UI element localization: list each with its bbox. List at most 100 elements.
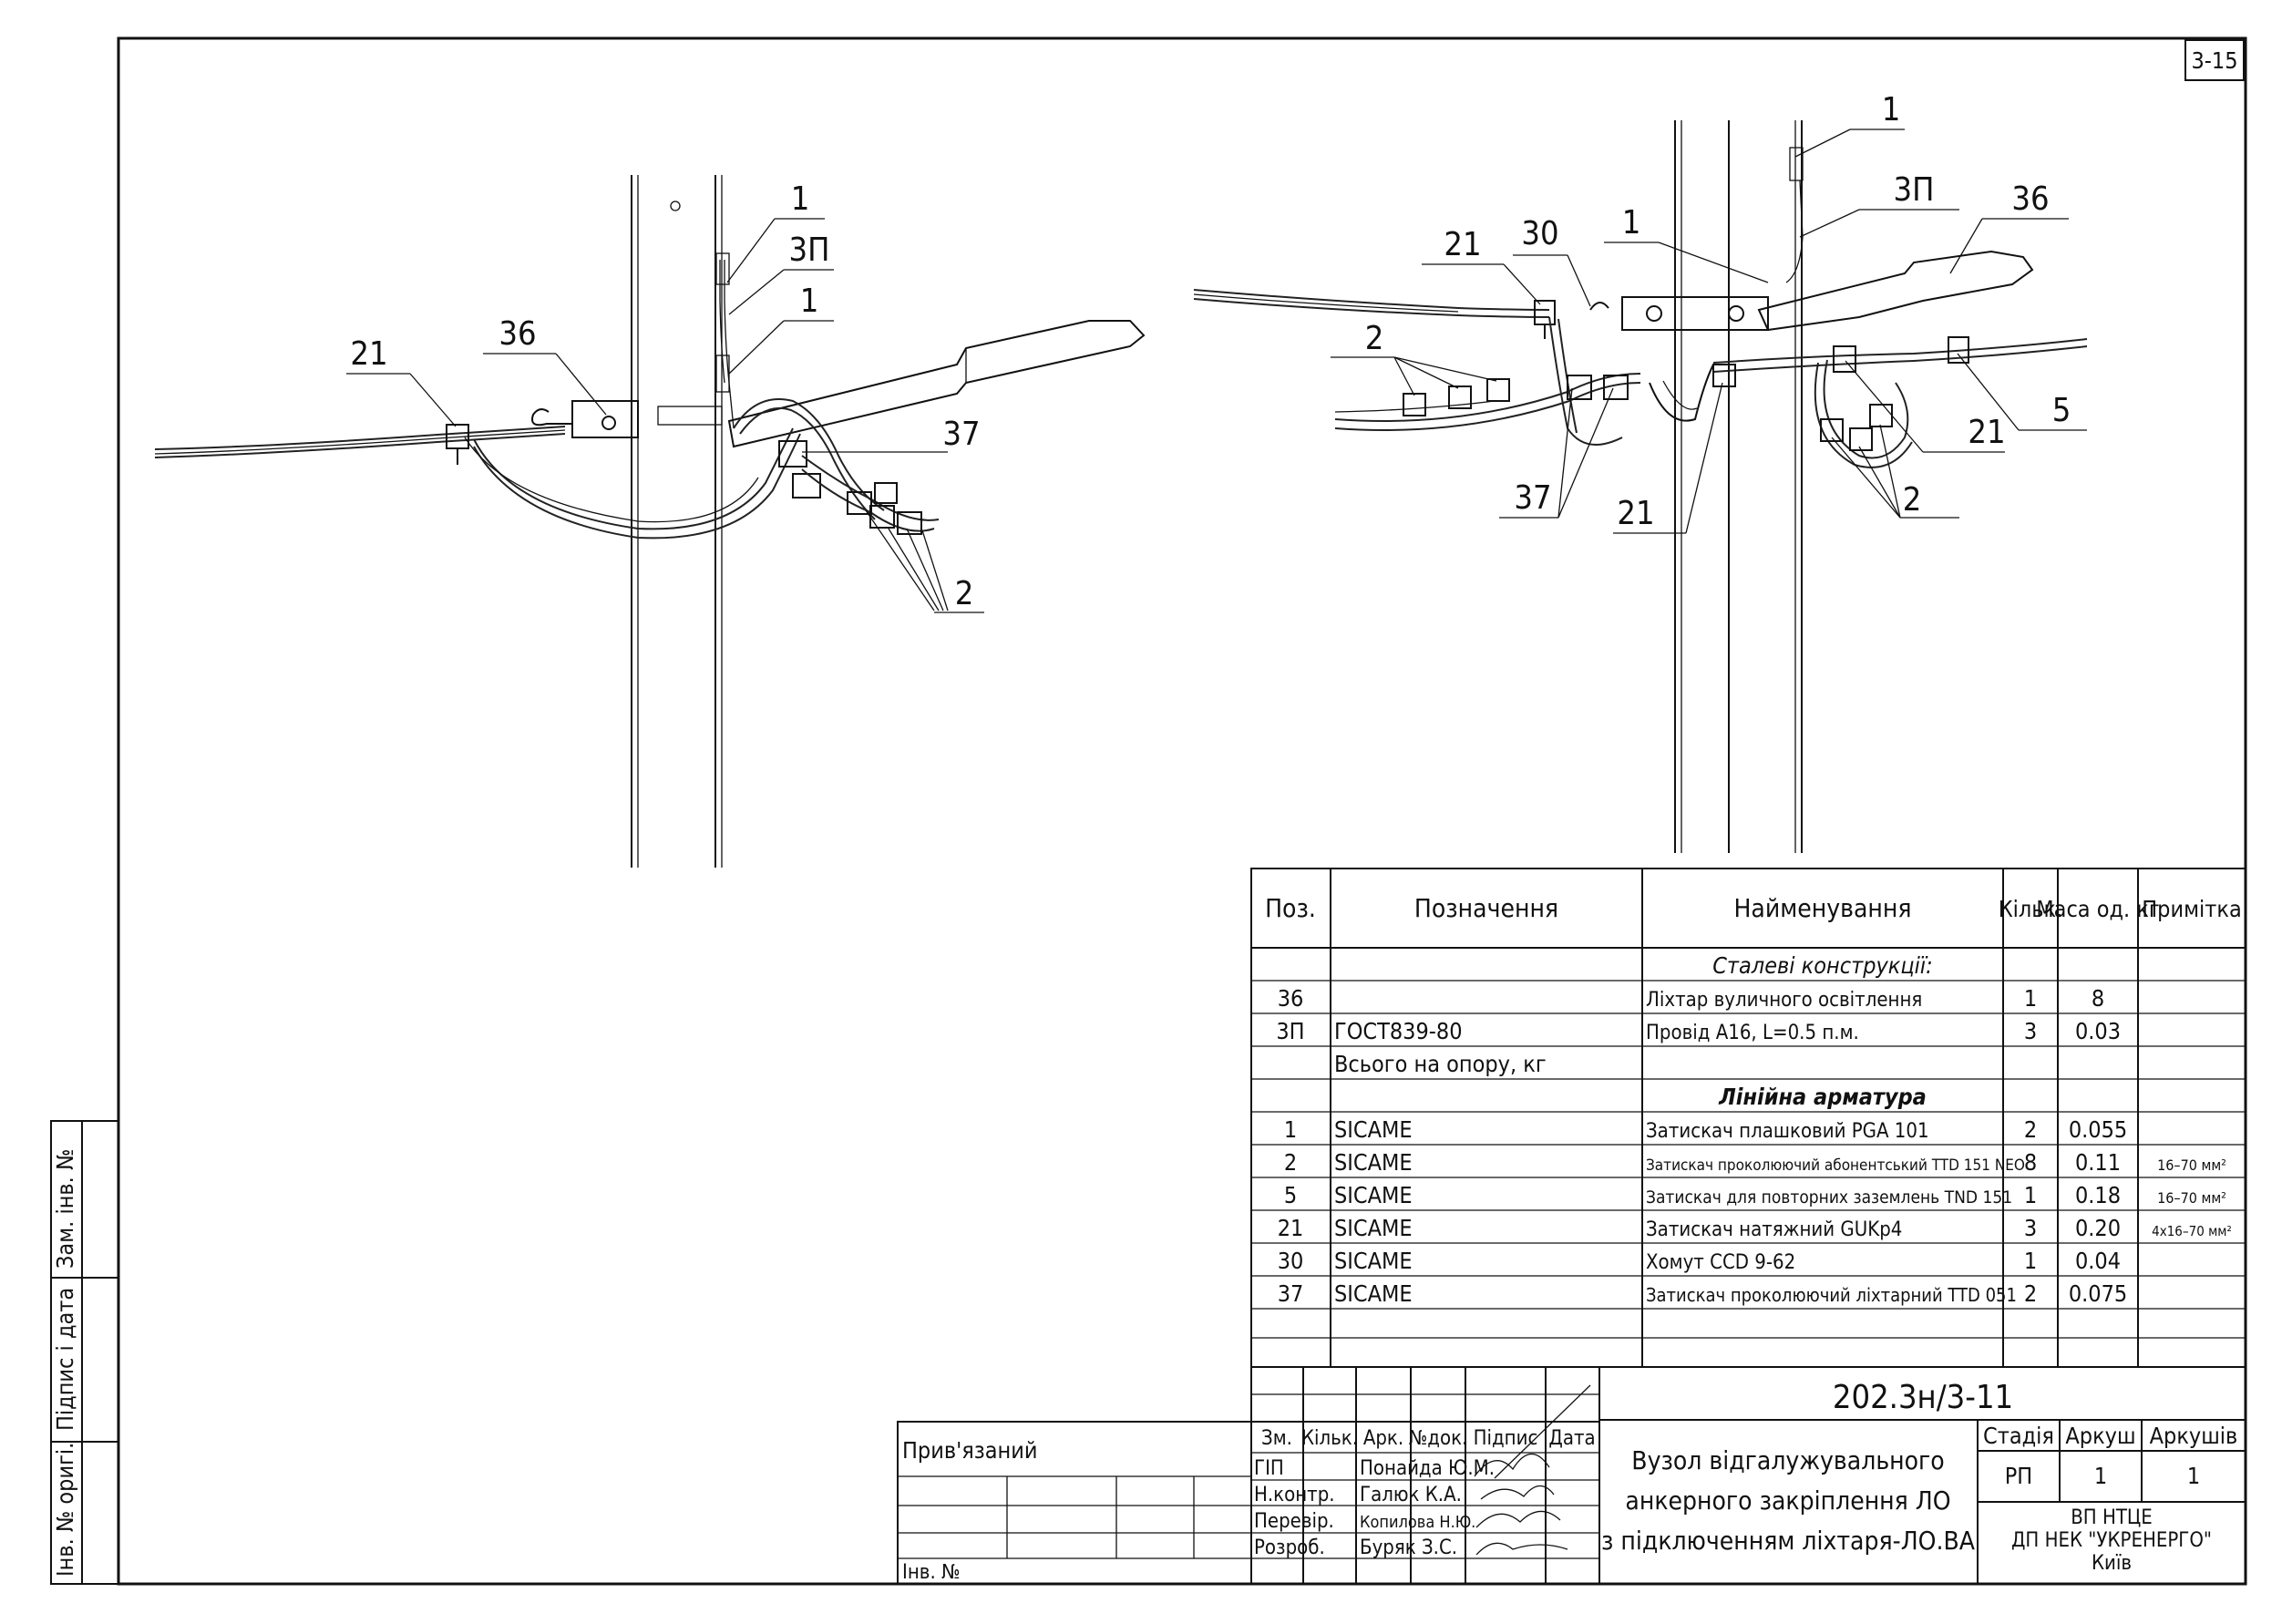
name-perevir: Копилова Н.Ю. <box>1360 1513 1475 1532</box>
right-clamp-2-f <box>1869 404 1893 427</box>
name-nkontr: Галюк К.А. <box>1360 1484 1462 1506</box>
right-callout-2b: 2 <box>1903 481 1922 519</box>
svg-text:Затискач для повторних заземле: Затискач для повторних заземлень TND 151 <box>1646 1187 2012 1208</box>
clamp-2-a <box>847 491 872 515</box>
col-zm: Зм. <box>1261 1427 1292 1450</box>
side-stamp: Інв. № оригі. Підпис і дата Зам. інв. № <box>50 1120 119 1585</box>
col-ndok: №док. <box>1409 1427 1468 1450</box>
title-line-3: з підключенням ліхтаря-ЛО.ВА <box>1601 1526 1976 1556</box>
svg-text:Ліхтар вуличного освітлення: Ліхтар вуличного освітлення <box>1646 989 1922 1012</box>
hdr-qty: Кільк. <box>1999 896 2063 922</box>
svg-text:2: 2 <box>2024 1280 2037 1307</box>
svg-text:3: 3 <box>2024 1018 2037 1044</box>
left-cable <box>154 426 566 450</box>
svg-text:0.075: 0.075 <box>2069 1280 2127 1307</box>
side-inv-orig: Інв. № оригі. <box>52 1443 78 1577</box>
right-callout-36: 36 <box>2011 180 2049 218</box>
svg-text:8: 8 <box>2024 1149 2037 1176</box>
spec-row-lines <box>1251 980 2246 1339</box>
right-clamp-2-c <box>1486 378 1510 402</box>
svg-text:1: 1 <box>2024 985 2037 1012</box>
right-lamp <box>1757 250 2034 332</box>
svg-text:0.03: 0.03 <box>2075 1018 2121 1044</box>
svg-text:SICAME: SICAME <box>1334 1215 1413 1241</box>
name-rozrob: Буряк З.С. <box>1360 1537 1457 1559</box>
title-block: Зм. Кільк. Арк. №док. Підпис Дата ГІП По… <box>897 1366 2246 1585</box>
right-callout-21a: 21 <box>1444 226 1481 263</box>
left-lamp <box>727 320 1146 448</box>
side-zam-inv: Зам. інв. № <box>52 1149 78 1269</box>
name-gip: Понайда Ю.М. <box>1360 1457 1495 1480</box>
attached-label: Прив'язаний <box>902 1437 1037 1464</box>
hook <box>531 408 572 427</box>
spec-row: 5 SICAME Затискач для повторних заземлен… <box>1284 1182 2226 1208</box>
svg-text:Затискач проколюючий абонентсь: Затискач проколюючий абонентський TTD 15… <box>1646 1156 2025 1175</box>
inv-no-label: Інв. № <box>902 1561 961 1584</box>
svg-text:30: 30 <box>1278 1248 1304 1274</box>
right-clamp-2-a <box>1403 393 1426 416</box>
svg-text:SICAME: SICAME <box>1334 1116 1413 1143</box>
right-clamp-2-b <box>1448 385 1472 409</box>
left-callout-21: 21 <box>350 335 387 373</box>
hdr-note: Примітка <box>2142 896 2242 922</box>
svg-text:Хомут CCD 9-62: Хомут CCD 9-62 <box>1646 1251 1795 1274</box>
spec-row: 1 SICAME Затискач плашковий PGA 101 2 0.… <box>1284 1116 2127 1143</box>
sheet-frame <box>117 36 2247 1586</box>
sheet-value: 1 <box>2094 1463 2107 1489</box>
left-callout-37: 37 <box>942 416 980 453</box>
signature-marks <box>1474 1384 1591 1556</box>
hdr-designation: Позначення <box>1414 893 1558 923</box>
section-line: Лінійна арматура <box>1718 1084 1927 1110</box>
left-callout-2: 2 <box>955 575 974 612</box>
grounding-clamp-5 <box>1948 336 1969 364</box>
drawing-code: 202.3н/3-11 <box>1833 1379 2013 1416</box>
spec-row: 2 SICAME Затискач проколюючий абонентськ… <box>1284 1149 2226 1176</box>
svg-text:0.20: 0.20 <box>2075 1215 2121 1241</box>
hdr-name: Найменування <box>1733 893 1911 923</box>
left-callout-1a: 1 <box>791 180 810 218</box>
stage-label: Стадія <box>1983 1423 2054 1449</box>
right-callout-30: 30 <box>1521 215 1558 252</box>
role-nkontr: Н.контр. <box>1254 1484 1335 1506</box>
right-callout-21b: 21 <box>1968 414 2005 451</box>
stage-value: РП <box>2005 1463 2032 1489</box>
col-pidpys: Підпис <box>1474 1427 1538 1450</box>
org-line-1: ВП НТЦЕ <box>2071 1506 2153 1529</box>
clamp-37-a <box>778 440 807 468</box>
spec-row: 37 SICAME Затискач проколюючий ліхтарний… <box>1278 1280 2128 1307</box>
svg-text:21: 21 <box>1278 1215 1304 1241</box>
pole-hole <box>670 200 681 211</box>
right-tension-clamp-a <box>1534 300 1556 325</box>
right-clamp-21c <box>1712 364 1736 387</box>
svg-text:2: 2 <box>1284 1149 1297 1176</box>
left-callout-1b: 1 <box>800 283 819 320</box>
hdr-pos: Поз. <box>1265 893 1316 923</box>
col-data: Дата <box>1548 1427 1595 1450</box>
svg-text:SICAME: SICAME <box>1334 1182 1413 1208</box>
spec-row: Всього на опору, кг <box>1334 1051 1547 1077</box>
svg-text:ГОСТ839-80: ГОСТ839-80 <box>1334 1018 1463 1044</box>
spec-row: 3П ГОСТ839-80 Провід А16, L=0.5 п.м. 3 0… <box>1276 1018 2121 1044</box>
left-view: 1 3П 1 36 21 37 2 <box>154 175 1146 868</box>
svg-text:SICAME: SICAME <box>1334 1248 1413 1274</box>
svg-text:SICAME: SICAME <box>1334 1149 1413 1176</box>
section-steel: Сталеві конструкції: <box>1712 952 1933 979</box>
right-callout-2a: 2 <box>1365 320 1384 357</box>
sheet-label: Аркуш <box>2065 1423 2135 1449</box>
svg-text:3: 3 <box>2024 1215 2037 1241</box>
svg-text:0.04: 0.04 <box>2075 1248 2121 1274</box>
svg-text:1: 1 <box>2024 1248 2037 1274</box>
sheet-number-box: 3-15 <box>2184 39 2245 81</box>
right-callout-21c: 21 <box>1617 495 1654 532</box>
right-clamp-pga <box>1789 147 1804 181</box>
svg-text:1: 1 <box>2024 1182 2037 1208</box>
left-callout-36: 36 <box>499 315 536 353</box>
role-gip: ГІП <box>1254 1457 1284 1480</box>
right-bracket <box>1621 296 1769 331</box>
svg-text:0.18: 0.18 <box>2075 1182 2121 1208</box>
title-line-1: Вузол відгалужувального <box>1631 1445 1944 1475</box>
sheets-value: 1 <box>2187 1463 2200 1489</box>
svg-text:36: 36 <box>1278 985 1304 1012</box>
svg-text:16–70 мм²: 16–70 мм² <box>2157 1189 2226 1207</box>
